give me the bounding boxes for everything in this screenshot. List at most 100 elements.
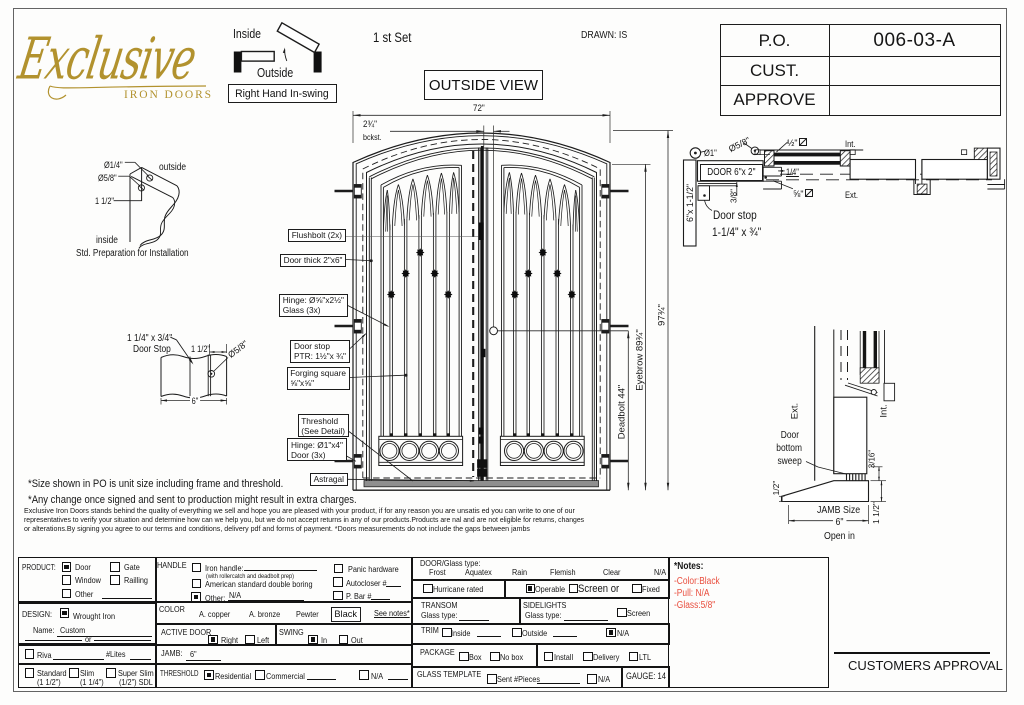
po-row-value[interactable] [828,56,1001,87]
autocloser-blank[interactable] [385,585,402,587]
threshold-residential-checkbox[interactable] [204,670,214,680]
handle-american-checkbox[interactable] [191,578,201,589]
jamb-value[interactable]: 6" [189,648,197,659]
trim-outside-label: Outside [521,628,547,638]
package-box-checkbox[interactable] [459,651,469,662]
hurricane-checkbox[interactable] [423,583,433,594]
trim-inside-blank[interactable] [476,635,502,638]
product-other-blank[interactable] [101,597,152,599]
stop-size-label: 1 1/4" x 3/4" [127,332,173,344]
design-name-blank[interactable] [57,635,152,637]
page-border [13,8,1007,692]
product-railling-checkbox[interactable] [110,575,120,585]
panel-transom: TRANSOM Glass type: [411,597,521,625]
trim-outside-blank[interactable] [552,635,577,638]
pbar-checkbox[interactable] [333,590,343,600]
install-offset-label: 1 1/2" [95,195,115,206]
thr-d12-label: 1/2" [771,480,782,496]
trim-na-checkbox[interactable] [606,627,616,638]
drawn-label: DRAWN: IS [581,29,628,41]
callout-line: Astragal [313,474,344,484]
pbar-label: P. Bar # [345,591,372,602]
transom-glass-blank[interactable] [459,619,489,621]
logo-script: Exclusive [13,24,201,93]
jamb-g58-label: ⅝" [793,188,814,199]
callout-door-thick: Door thick 2"x6" [280,253,346,267]
standard-checkbox[interactable] [24,668,35,678]
threshold-na-blank[interactable] [387,678,408,681]
slim-checkbox[interactable] [69,668,79,678]
template-sent-label: Sent #Pieces [497,674,541,684]
sidelights-glass-blank[interactable] [563,619,608,621]
fixed-checkbox[interactable] [632,583,642,594]
color-see-notes-link[interactable]: See notes* [373,607,410,618]
riva-checkbox[interactable] [24,649,35,659]
super-slim-checkbox[interactable] [106,668,116,678]
threshold-commercial-blank[interactable] [306,678,337,681]
dim-total: 97¾" [656,304,668,326]
panel-operable: Operable Screen or Fixed [504,579,670,599]
color-black-selected-box[interactable]: Black [330,607,361,622]
package-nobox-checkbox[interactable] [490,651,500,662]
product-gate-checkbox[interactable] [110,562,120,572]
design-or-label: or [84,634,91,645]
install-caption: Std. Preparation for Installation [76,247,189,259]
jamb-blank[interactable] [185,659,222,661]
pbar-blank[interactable] [370,598,390,601]
trim-outside-checkbox[interactable] [512,627,522,638]
handle-other-blank[interactable] [228,599,305,602]
package-ltl-checkbox[interactable] [628,651,639,662]
lites-blank[interactable] [129,658,152,661]
riva-blank[interactable] [52,658,105,661]
door-elevation-drawing [334,111,673,491]
design-name-label: Name: [33,625,55,636]
template-sent-blank[interactable] [537,682,580,684]
screen-or-checkbox[interactable] [568,583,579,594]
handle-other-value[interactable]: N/A [229,590,242,601]
callout-line: PTR: 1½"x ¾" [293,351,346,362]
panel-glass-template: GLASS TEMPLATE Sent #Pieces N/A [411,666,623,688]
trim-inside-checkbox[interactable] [442,627,452,638]
callout-line: ⅝"x⅝" [290,378,315,389]
sidelights-glass-label: Glass type: [525,609,562,620]
panic-checkbox[interactable] [333,563,344,574]
stop-name-label: Door Stop [133,344,171,355]
color-pewter-label: Pewter [295,608,319,619]
set-label: 1 st Set [373,29,412,45]
product-window-checkbox[interactable] [61,575,72,585]
trim-label: TRIM [420,625,439,636]
operable-checkbox[interactable] [525,583,535,594]
product-other-checkbox[interactable] [61,588,72,598]
autocloser-checkbox[interactable] [333,577,343,587]
handle-iron-checkbox[interactable] [191,562,201,573]
dim-backset: 2¾" [363,118,377,130]
package-delivery-checkbox[interactable] [583,651,593,662]
handle-iron-sub: (with rollercatch and deadbolt prep) [205,572,294,580]
product-gate-label: Gate [123,562,140,572]
po-table-row: APPROVE [719,85,1001,116]
package-install-label: Install [554,652,574,662]
package-install-checkbox[interactable] [543,651,554,662]
po-row-value[interactable] [828,85,1001,116]
sidelights-screen-checkbox[interactable] [617,607,627,618]
callout-astragal: Astragal [310,472,348,486]
design-or-line-left [25,639,82,641]
threshold-na-checkbox[interactable] [359,670,369,680]
template-na-checkbox[interactable] [587,674,597,684]
disclaimer-line-1: *Size shown in PO is unit size including… [28,477,284,490]
threshold-commercial-checkbox[interactable] [255,670,265,680]
po-row-value[interactable]: 006-03-A [828,23,1001,58]
trim-inside-label: Inside [451,628,471,638]
handle-iron-blank[interactable] [243,569,318,572]
swing-inside-label: Inside [233,27,262,41]
panel-design: DESIGN: Wrought Iron Name: Custom or [18,600,157,646]
template-sent-checkbox[interactable] [487,674,497,684]
panel-color: COLOR A. copper A. bronze Pewter Black S… [155,601,413,625]
product-door-checkbox[interactable] [61,562,72,572]
design-wrought-checkbox[interactable] [59,608,70,618]
approval-signature-line[interactable] [834,652,990,655]
design-name-value[interactable]: Custom [59,625,85,636]
swing-in-label: In [320,635,327,646]
transom-label: TRANSOM [420,600,458,611]
panel-jamb: JAMB: 6" [155,643,413,665]
